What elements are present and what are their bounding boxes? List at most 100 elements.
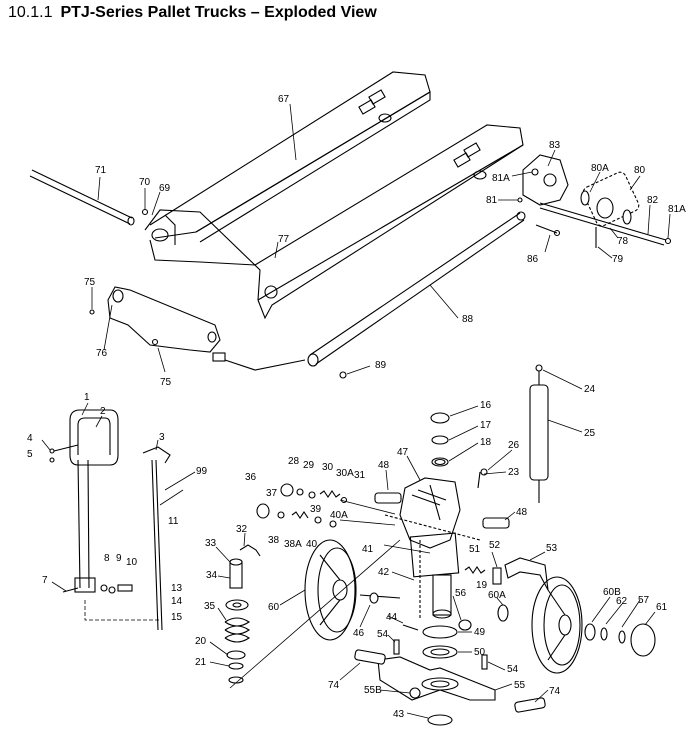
label-part-19: 19: [476, 580, 488, 591]
label-part-54b: 54: [507, 664, 519, 675]
label-part-54a: 54: [377, 629, 389, 640]
label-part-36: 36: [245, 472, 257, 483]
label-part-21: 21: [195, 657, 207, 668]
label-part-32: 32: [236, 524, 248, 535]
label-part-24: 24: [584, 384, 596, 395]
label-part-25: 25: [584, 428, 596, 439]
label-part-44: 44: [386, 612, 398, 623]
label-part-48b: 48: [516, 507, 528, 518]
label-part-81A-b: 81A: [668, 204, 686, 215]
label-part-4: 4: [27, 433, 33, 444]
label-part-34: 34: [206, 570, 218, 581]
label-part-99: 99: [196, 466, 208, 477]
label-part-71: 71: [95, 165, 107, 176]
label-part-15: 15: [171, 612, 183, 623]
label-part-79: 79: [612, 254, 624, 265]
label-part-49: 49: [474, 627, 486, 638]
label-part-3: 3: [159, 432, 165, 443]
label-part-9: 9: [116, 553, 122, 564]
label-part-41: 41: [362, 544, 374, 555]
assembly-lines: [159, 489, 431, 689]
label-part-42: 42: [378, 567, 390, 578]
label-part-86: 86: [527, 254, 539, 265]
label-part-69: 69: [159, 183, 171, 194]
label-part-18: 18: [480, 437, 492, 448]
push-rod: [224, 211, 526, 379]
page-title: 10.1.1 PTJ-Series Pallet Trucks – Explode…: [8, 4, 377, 22]
label-part-16: 16: [480, 400, 492, 411]
fork-frame: [144, 71, 524, 320]
label-part-60: 60: [268, 602, 280, 613]
label-part-52: 52: [489, 540, 501, 551]
label-part-55: 55: [514, 680, 526, 691]
label-part-10: 10: [126, 557, 138, 568]
label-part-43: 43: [393, 709, 405, 720]
left-wheel: [304, 539, 401, 641]
label-part-55B: 55B: [364, 685, 382, 696]
label-part-11: 11: [168, 516, 179, 527]
label-part-40A: 40A: [330, 510, 348, 521]
label-part-38: 38: [268, 535, 280, 546]
part-labels: 67 71 70 69 77 75 76 75 88 89 83 81A 80A: [27, 94, 686, 720]
label-part-80: 80: [634, 165, 646, 176]
handle: [49, 409, 171, 631]
label-part-57: 57: [638, 595, 650, 606]
right-wheel: [497, 576, 656, 674]
pump-spring-stack: [224, 544, 261, 684]
label-part-2: 2: [100, 406, 106, 417]
label-part-38A: 38A: [284, 539, 302, 550]
label-part-61: 61: [656, 602, 668, 613]
label-part-82: 82: [647, 195, 659, 206]
label-part-60A: 60A: [488, 590, 506, 601]
pump-cylinder: [529, 364, 549, 503]
bearing-stack: [354, 540, 546, 726]
section-title: PTJ-Series Pallet Trucks – Exploded View: [60, 4, 377, 21]
label-part-28: 28: [288, 456, 300, 467]
label-part-56: 56: [455, 588, 467, 599]
seal-stack: [430, 412, 450, 467]
release-lever: [464, 557, 549, 591]
label-part-88: 88: [462, 314, 474, 325]
section-number: 10.1.1: [8, 4, 53, 21]
label-part-30: 30: [322, 462, 334, 473]
label-part-74a: 74: [328, 680, 340, 691]
label-part-74b: 74: [549, 686, 561, 697]
label-part-81A-a: 81A: [492, 173, 510, 184]
label-part-7: 7: [42, 575, 48, 586]
label-part-46: 46: [353, 628, 365, 639]
label-part-20: 20: [195, 636, 207, 647]
label-part-81: 81: [486, 195, 498, 206]
label-part-80A: 80A: [591, 163, 609, 174]
label-part-17: 17: [480, 420, 492, 431]
label-part-37: 37: [266, 488, 278, 499]
label-part-70: 70: [139, 177, 151, 188]
label-part-48a: 48: [378, 460, 390, 471]
rocker-link: [89, 286, 226, 362]
label-part-31: 31: [354, 470, 366, 481]
label-part-40: 40: [306, 539, 318, 550]
label-part-13: 13: [171, 583, 183, 594]
label-part-75b: 75: [160, 377, 172, 388]
pushrod: [29, 169, 149, 226]
label-part-62: 62: [616, 596, 628, 607]
label-part-67: 67: [278, 94, 290, 105]
label-part-53: 53: [546, 543, 558, 554]
label-part-47: 47: [397, 447, 409, 458]
label-part-78: 78: [617, 236, 629, 247]
label-part-30A: 30A: [336, 468, 354, 479]
label-part-76: 76: [96, 348, 108, 359]
label-part-60B: 60B: [603, 587, 621, 598]
label-part-26: 26: [508, 440, 520, 451]
label-part-35: 35: [204, 601, 216, 612]
label-part-75a: 75: [84, 277, 96, 288]
label-part-5: 5: [27, 449, 33, 460]
rear-wheel-bracket: [517, 154, 672, 248]
label-part-14: 14: [171, 596, 183, 607]
label-part-8: 8: [104, 553, 110, 564]
label-part-33: 33: [205, 538, 217, 549]
label-part-23: 23: [508, 467, 520, 478]
label-part-89: 89: [375, 360, 387, 371]
label-part-1: 1: [84, 392, 90, 403]
